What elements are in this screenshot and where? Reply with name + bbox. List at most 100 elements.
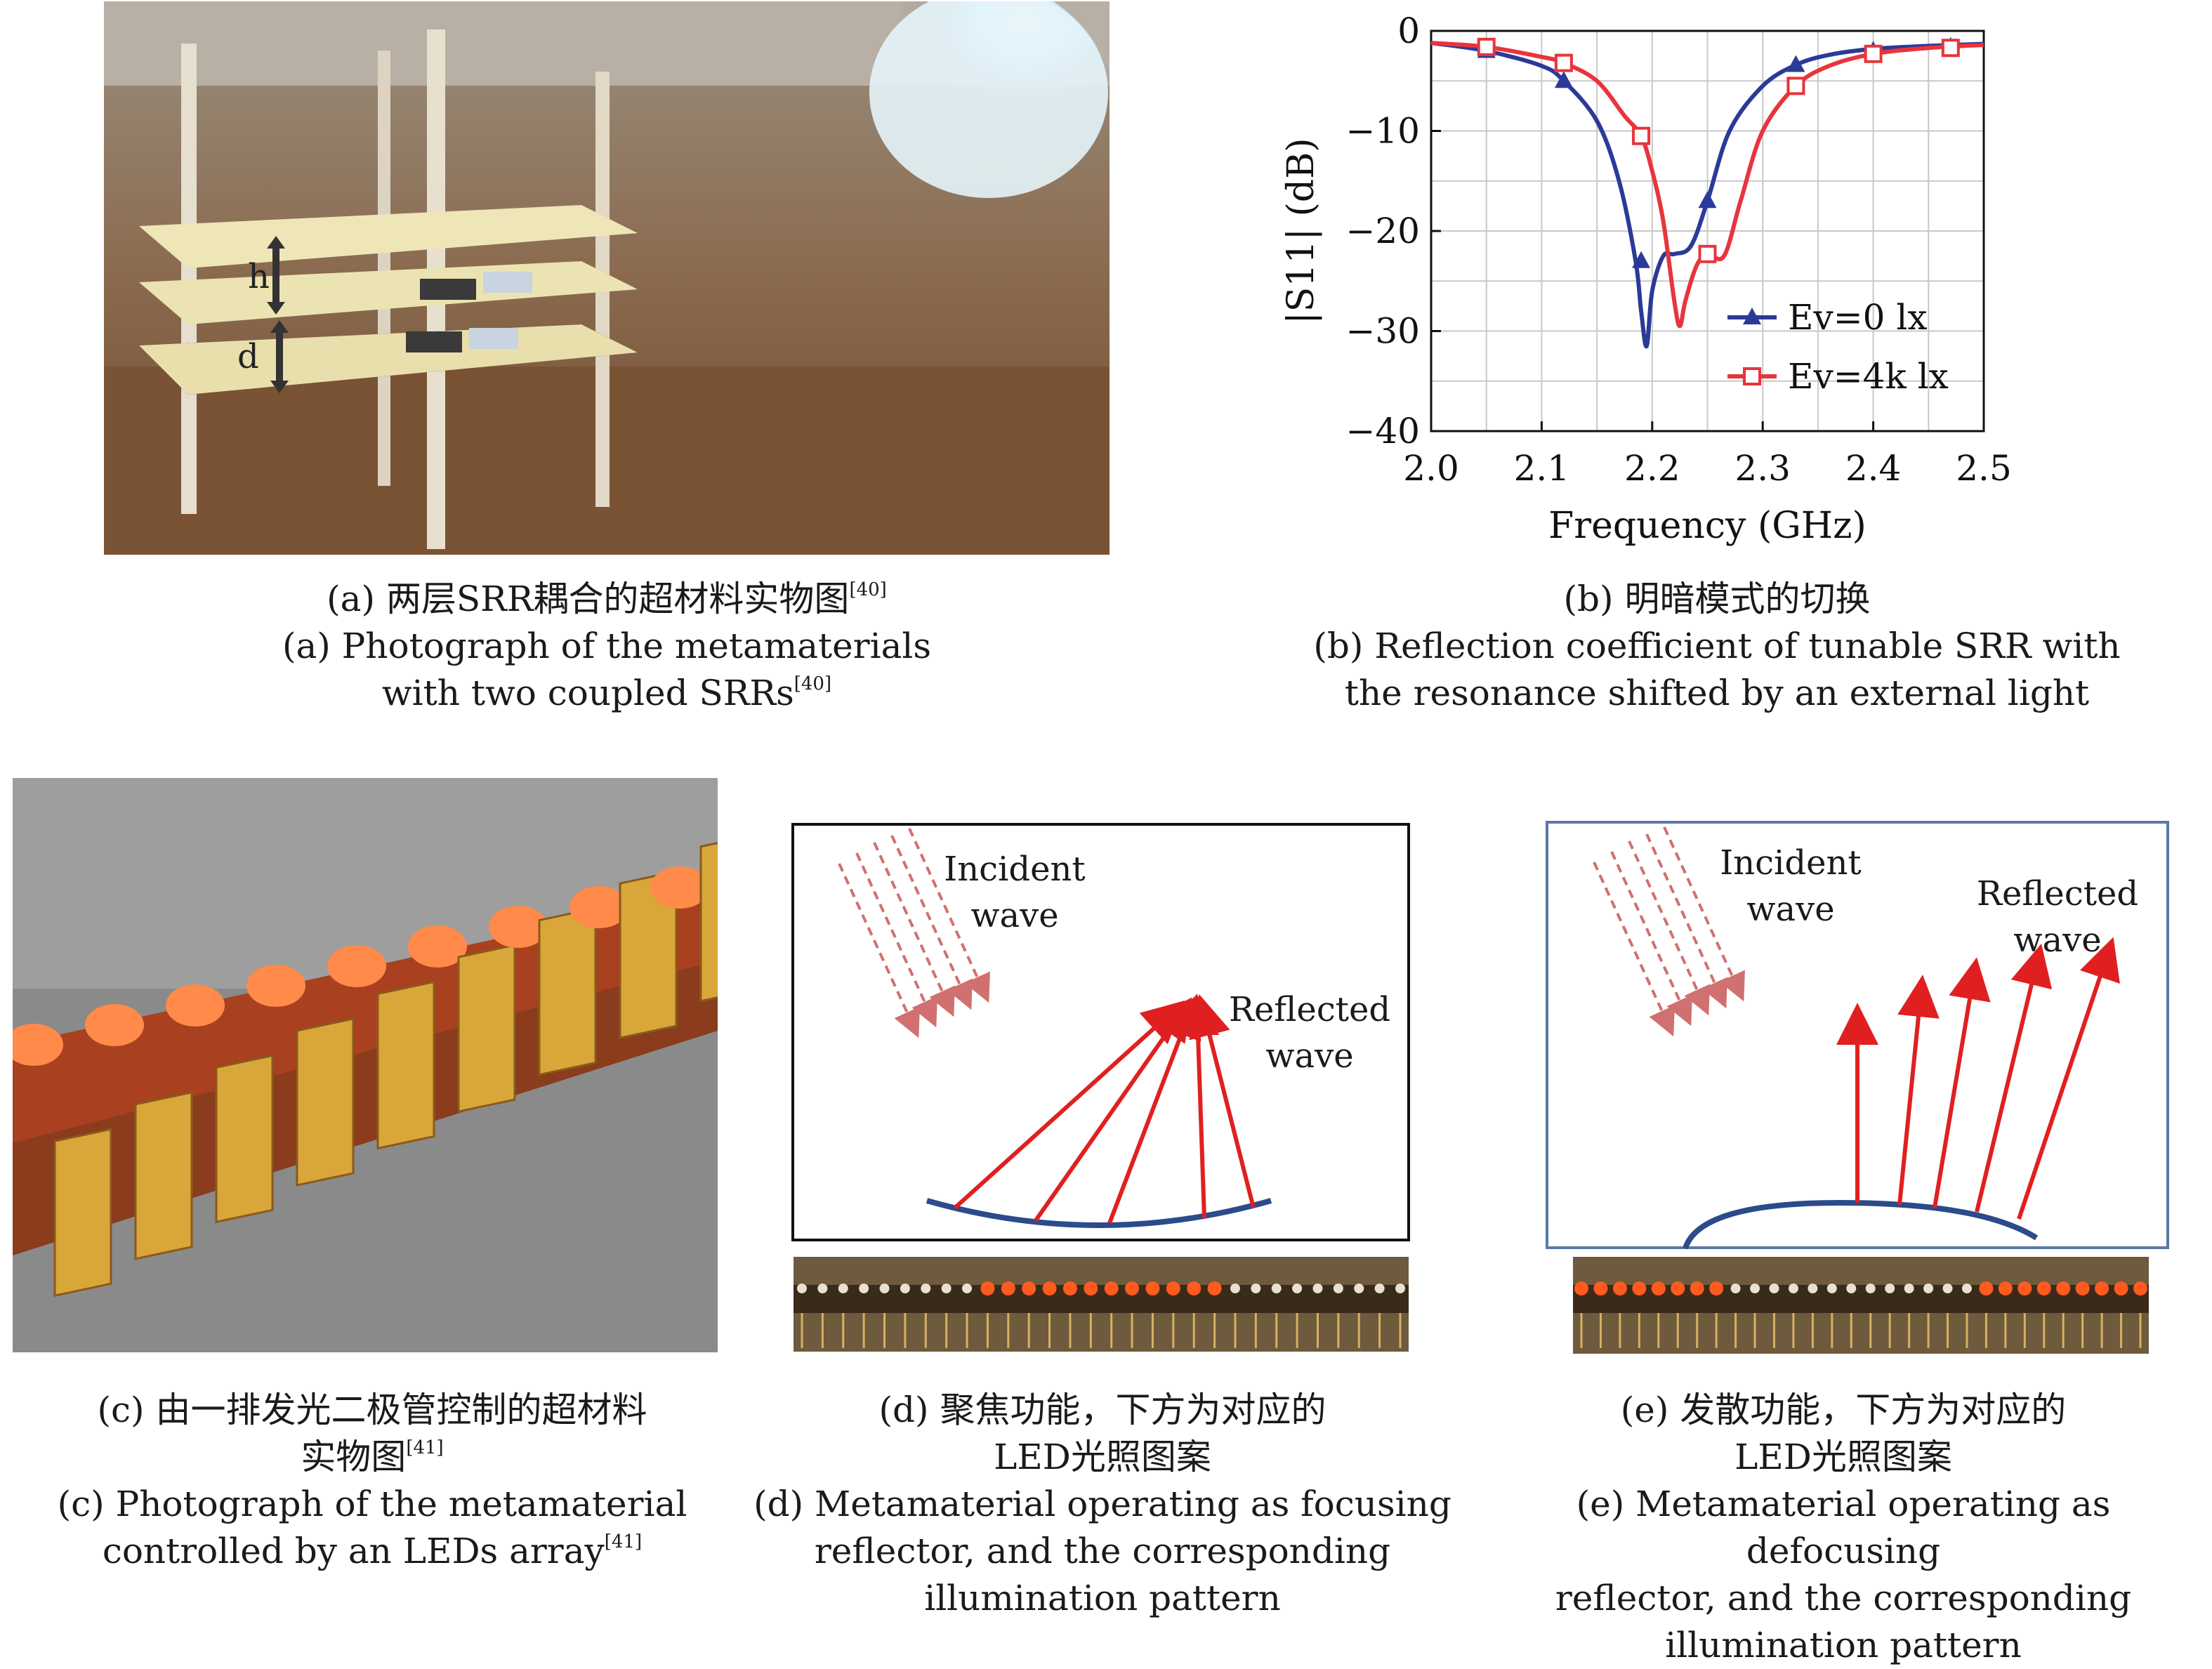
led-dot	[1230, 1284, 1240, 1293]
srr-board	[538, 906, 597, 1076]
series-marker-0	[1632, 251, 1651, 268]
y-axis-label: |S11| (dB)	[1280, 138, 1322, 324]
panel-a-caption-en-2: with two coupled SRRs[40]	[381, 673, 832, 713]
panel-d-caption: (d) 聚焦功能，下方为对应的 LED光照图案 (d) Metamaterial…	[744, 1387, 1461, 1622]
led-dot	[1022, 1281, 1036, 1295]
led-dot	[1125, 1281, 1140, 1295]
led-dot	[1104, 1281, 1119, 1295]
panel-d-caption-en-1: (d) Metamaterial operating as focusing	[753, 1484, 1451, 1524]
panel-d-caption-en-2: reflector, and the corresponding	[814, 1531, 1391, 1571]
srr-board	[215, 1054, 274, 1224]
legend-marker	[1743, 367, 1761, 385]
led-glow	[13, 1024, 63, 1066]
led-glow	[246, 965, 305, 1007]
led-dot	[1788, 1284, 1798, 1293]
panel-c-caption: (c) 由一排发光二极管控制的超材料 实物图[41] (c) Photograp…	[21, 1387, 723, 1575]
led-dot	[2114, 1281, 2128, 1295]
panel-a-photo: h d	[104, 1, 1110, 555]
series-marker-1	[1786, 77, 1805, 95]
defocusing-reflector	[1683, 1199, 2039, 1250]
panel-b-caption-cn: (b) 明暗模式的切换	[1563, 579, 1871, 619]
series-marker-1	[1632, 126, 1651, 145]
series-marker-0	[1786, 55, 1805, 72]
led-dot	[2095, 1281, 2109, 1295]
led-dot	[1354, 1284, 1364, 1293]
srr-board	[699, 833, 718, 1003]
panel-b-caption: (b) 明暗模式的切换 (b) Reflection coefficient o…	[1278, 576, 2156, 717]
label-d: d	[237, 337, 259, 376]
led-dot	[900, 1284, 910, 1293]
srr-board	[134, 1090, 193, 1260]
panel-c-caption-cn-2: 实物图[41]	[301, 1437, 444, 1477]
panel-e-caption-cn-2: LED光照图案	[1734, 1437, 1952, 1477]
focusing-reflector	[926, 1198, 1272, 1228]
led-glow	[327, 945, 386, 987]
label-h: h	[248, 257, 270, 296]
led-dot	[1612, 1281, 1627, 1295]
series-marker-1	[1941, 39, 1960, 58]
led-dot	[1942, 1284, 1953, 1293]
led-dot	[1292, 1284, 1303, 1293]
led-dot	[921, 1284, 931, 1293]
led-dot	[1187, 1281, 1202, 1295]
led-dot	[1207, 1281, 1222, 1295]
led-dot	[2036, 1281, 2051, 1295]
srr-board	[457, 944, 516, 1113]
led-dot	[1145, 1281, 1160, 1295]
led-dot	[1166, 1281, 1180, 1295]
panel-e-caption-en-2: reflector, and the corresponding	[1555, 1578, 2132, 1618]
led-array-illustration	[13, 778, 718, 1352]
led-dot	[1001, 1281, 1015, 1295]
led-dot	[2056, 1281, 2071, 1295]
led-dot	[941, 1284, 952, 1293]
series-marker-0	[1554, 71, 1573, 88]
led-glow	[85, 1004, 144, 1046]
led-dot	[2075, 1281, 2090, 1295]
x-tick-label: 2.4	[1845, 448, 1902, 489]
series-marker-1	[1554, 53, 1573, 72]
led-dot	[1769, 1284, 1779, 1293]
led-dot	[1312, 1284, 1323, 1293]
led-dot	[838, 1284, 848, 1293]
series-marker-1	[1698, 244, 1717, 263]
legend-label: Ev=0 lx	[1788, 297, 1928, 338]
y-tick-label: −40	[1345, 411, 1420, 451]
led-dot	[797, 1284, 807, 1293]
led-glow	[166, 984, 225, 1027]
led-dot	[1865, 1284, 1876, 1293]
panel-e-caption-en-1: (e) Metamaterial operating as defocusing	[1576, 1484, 2111, 1571]
panel-c-caption-cn-1: (c) 由一排发光二极管控制的超材料	[97, 1390, 647, 1430]
led-dot	[817, 1284, 828, 1293]
legend-label: Ev=4k lx	[1788, 356, 1949, 397]
led-dot	[1690, 1281, 1704, 1295]
series-marker-0	[1698, 191, 1717, 209]
led-dot	[1904, 1284, 1914, 1293]
panel-a-caption-en-1: (a) Photograph of the metamaterials	[282, 626, 932, 666]
series-line-0	[1430, 41, 1984, 348]
led-dot	[1709, 1281, 1724, 1295]
led-dot	[2017, 1281, 2032, 1295]
led-dot	[859, 1284, 869, 1293]
led-dot	[1846, 1284, 1857, 1293]
panel-d-caption-cn-2: LED光照图案	[994, 1437, 1211, 1477]
srr-board	[619, 870, 678, 1039]
led-dot	[1651, 1281, 1666, 1295]
panel-e-caption-en-3: illumination pattern	[1665, 1625, 2022, 1665]
led-dot	[1961, 1284, 1972, 1293]
led-dot	[1923, 1284, 1934, 1293]
led-dot	[1042, 1281, 1057, 1295]
led-strip-focusing	[794, 1257, 1409, 1352]
panel-d-led-strip	[794, 1257, 1409, 1352]
panel-b-caption-en-2: the resonance shifted by an external lig…	[1344, 673, 2090, 713]
panel-c-caption-en-1: (c) Photograph of the metamaterial	[57, 1484, 687, 1524]
led-dot	[1730, 1284, 1741, 1293]
led-glow	[650, 866, 709, 909]
srr-board	[296, 1017, 355, 1187]
led-dot	[1593, 1281, 1608, 1295]
x-tick-label: 2.2	[1624, 448, 1680, 489]
